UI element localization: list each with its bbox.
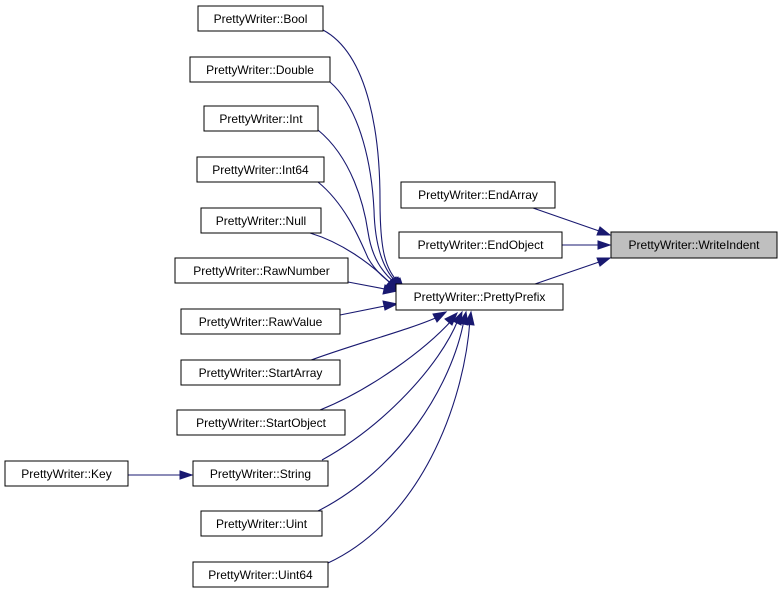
node-uint[interactable]: PrettyWriter::Uint [200,510,323,537]
nodes-layer: PrettyWriter::Bool PrettyWriter::Double … [4,5,778,588]
edge-prettyprefix-to-writeindent [534,260,603,285]
node-double[interactable]: PrettyWriter::Double [189,56,331,83]
node-prettyprefix[interactable]: PrettyWriter::PrettyPrefix [395,283,564,311]
node-uint64[interactable]: PrettyWriter::Uint64 [192,561,329,588]
node-int-label: PrettyWriter::Int [219,112,303,126]
edge-startarray-to-prettyprefix [305,315,441,363]
arrowhead-endobject [597,240,612,250]
node-double-label: PrettyWriter::Double [206,63,314,77]
node-string-label: PrettyWriter::String [210,467,311,481]
node-null-label: PrettyWriter::Null [216,214,306,228]
edge-int-to-prettyprefix [317,129,397,285]
node-rawvalue[interactable]: PrettyWriter::RawValue [180,308,341,335]
edge-bool-to-prettyprefix [322,29,401,285]
node-key-label: PrettyWriter::Key [21,467,111,481]
node-startobject-label: PrettyWriter::StartObject [196,416,326,430]
arrowhead-rawvalue [382,300,399,311]
edge-rawvalue-to-prettyprefix [339,304,391,316]
node-bool-label: PrettyWriter::Bool [214,12,308,26]
arrowhead-key [179,470,194,480]
node-int64-label: PrettyWriter::Int64 [212,163,309,177]
edge-uint64-to-prettyprefix [327,319,471,564]
node-int[interactable]: PrettyWriter::Int [203,105,319,132]
node-startarray-label: PrettyWriter::StartArray [199,366,323,380]
node-rawnumber[interactable]: PrettyWriter::RawNumber [174,257,349,284]
arrowhead-prettyprefix [596,257,612,267]
node-key[interactable]: PrettyWriter::Key [4,460,129,487]
edge-string-to-prettyprefix [321,319,459,461]
arrowhead-rawnumber [382,284,399,295]
node-startarray[interactable]: PrettyWriter::StartArray [180,359,341,386]
node-startobject[interactable]: PrettyWriter::StartObject [176,409,346,436]
node-string[interactable]: PrettyWriter::String [192,460,329,487]
edge-uint-to-prettyprefix [315,319,465,513]
node-endarray-label: PrettyWriter::EndArray [418,188,538,202]
edge-rawnumber-to-prettyprefix [347,281,391,291]
node-uint-label: PrettyWriter::Uint [216,517,308,531]
node-rawvalue-label: PrettyWriter::RawValue [199,315,323,329]
node-writeindent-label: PrettyWriter::WriteIndent [629,238,761,252]
arrowhead-startarray [432,311,448,323]
arrowhead-uint64 [464,310,475,326]
node-null[interactable]: PrettyWriter::Null [200,207,322,234]
edge-startobject-to-prettyprefix [319,319,453,411]
arrowhead-endarray [596,226,612,236]
edge-endarray-to-writeindent [532,207,603,233]
node-bool[interactable]: PrettyWriter::Bool [197,5,324,32]
node-uint64-label: PrettyWriter::Uint64 [208,568,313,582]
node-prettyprefix-label: PrettyWriter::PrettyPrefix [414,290,546,304]
node-endobject-label: PrettyWriter::EndObject [418,238,544,252]
edge-null-to-prettyprefix [309,232,394,287]
node-endobject[interactable]: PrettyWriter::EndObject [398,231,563,259]
node-writeindent: PrettyWriter::WriteIndent [610,231,778,259]
edge-double-to-prettyprefix [329,81,399,285]
node-int64[interactable]: PrettyWriter::Int64 [196,156,325,183]
node-endarray[interactable]: PrettyWriter::EndArray [400,181,556,209]
node-rawnumber-label: PrettyWriter::RawNumber [193,264,329,278]
